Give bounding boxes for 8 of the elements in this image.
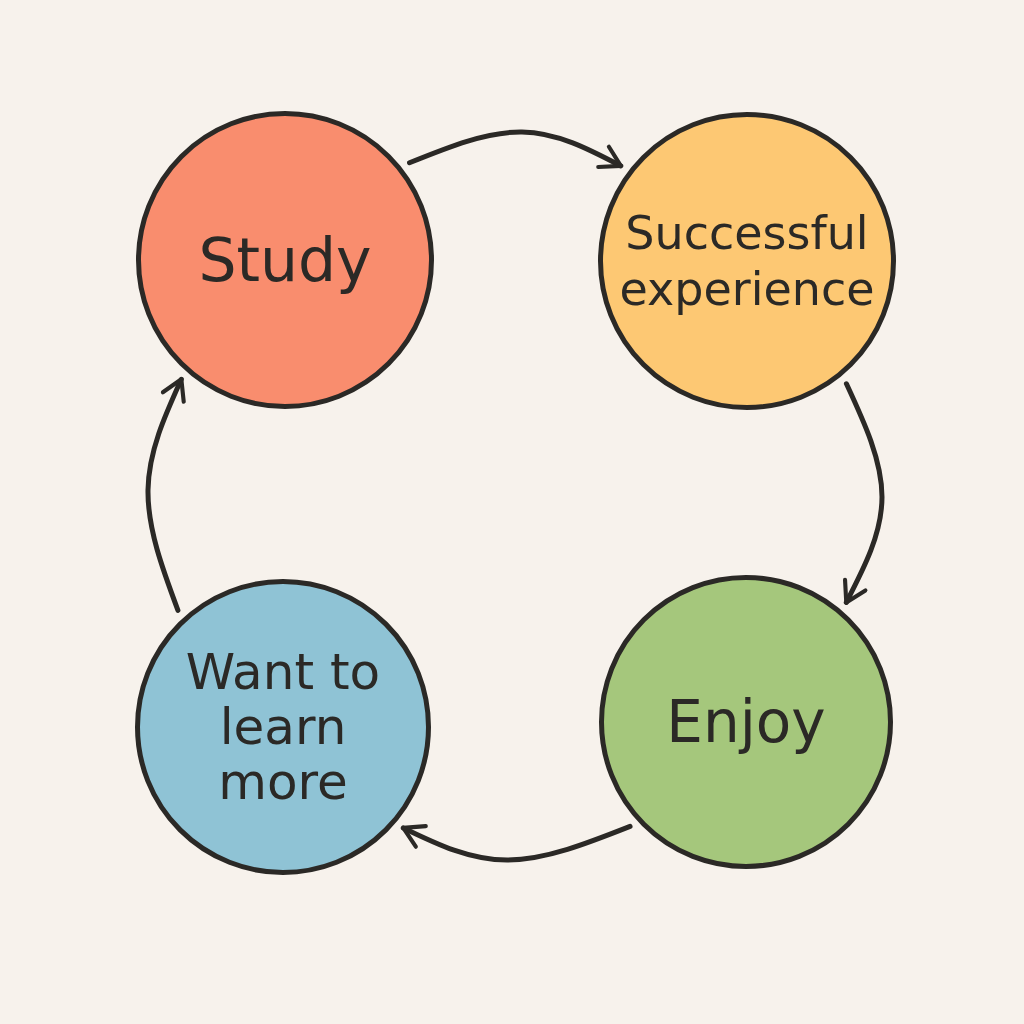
- node-label: Want to learn more: [184, 644, 382, 810]
- node-label: Study: [198, 225, 372, 295]
- arrow: [407, 129, 624, 170]
- node-label: Enjoy: [666, 688, 826, 756]
- arrow: [400, 823, 633, 863]
- node-label: Successful experience: [618, 204, 876, 318]
- arrow: [842, 381, 885, 605]
- arrow: [145, 376, 186, 613]
